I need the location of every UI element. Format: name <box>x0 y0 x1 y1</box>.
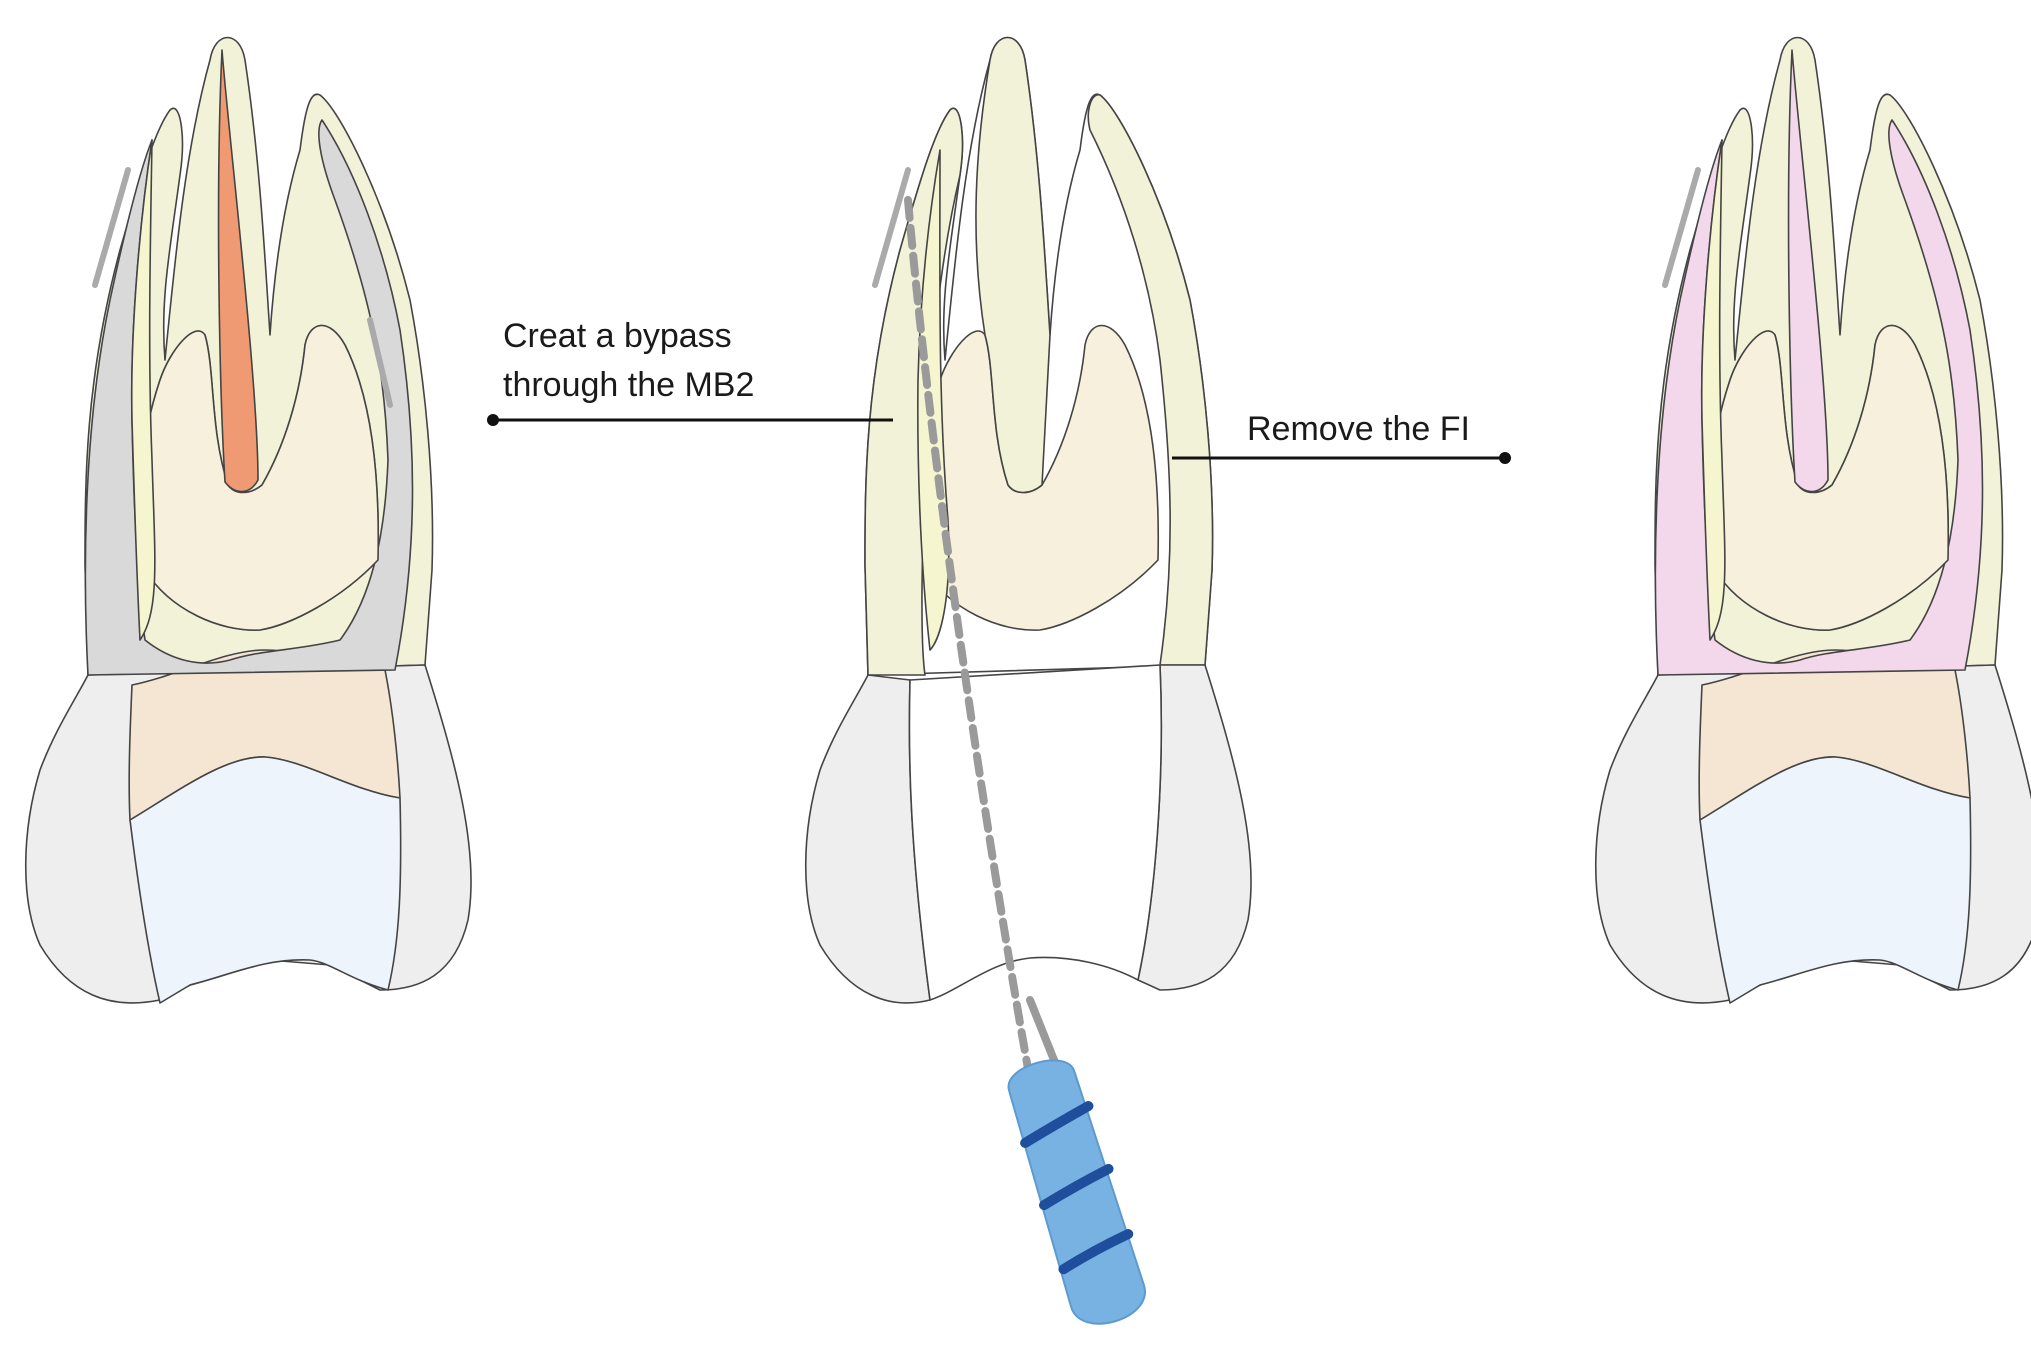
remove-callout: Remove the FI <box>1172 410 1511 464</box>
tooth-before <box>26 38 471 1004</box>
remove-label: Remove the FI <box>1247 410 1470 448</box>
bypass-label-line2: through the MB2 <box>503 366 754 404</box>
bypass-label-line1: Creat a bypass <box>503 317 732 355</box>
endodontic-file-handle <box>1004 1051 1151 1331</box>
bypass-callout: Creat a bypass through the MB2 <box>487 317 893 426</box>
tooth-after <box>1596 38 2031 1004</box>
tooth-bypass <box>806 38 1251 1332</box>
